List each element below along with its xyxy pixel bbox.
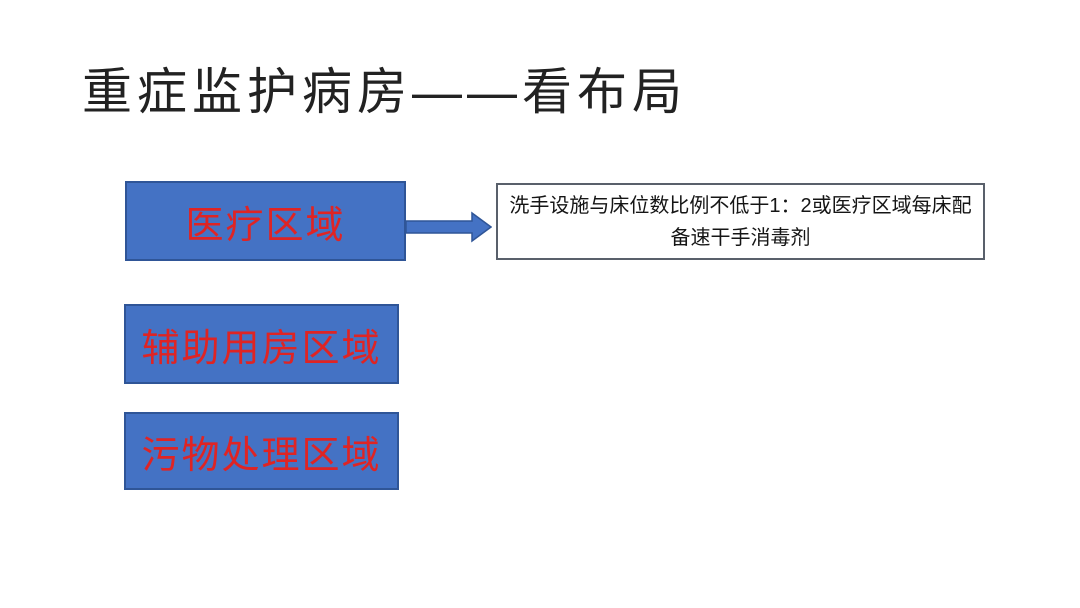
zone-label-waste: 污物处理区域 [141,434,382,477]
arrow-shape [405,211,493,243]
right-block-arrow-icon [405,209,493,245]
zone-label-medical: 医疗区域 [185,204,346,247]
slide-title: 重症监护病房——看布局 [82,64,687,120]
zone-box-waste: 污物处理区域 [124,412,399,490]
zone-label-auxiliary: 辅助用房区域 [141,327,382,370]
zone-box-medical: 医疗区域 [125,181,406,261]
annotation-text: 洗手设施与床位数比例不低于1：2或医疗区域每床配备速干手消毒剂 [509,194,972,249]
zone-box-auxiliary: 辅助用房区域 [124,304,399,384]
annotation-box: 洗手设施与床位数比例不低于1：2或医疗区域每床配备速干手消毒剂 [496,183,985,260]
